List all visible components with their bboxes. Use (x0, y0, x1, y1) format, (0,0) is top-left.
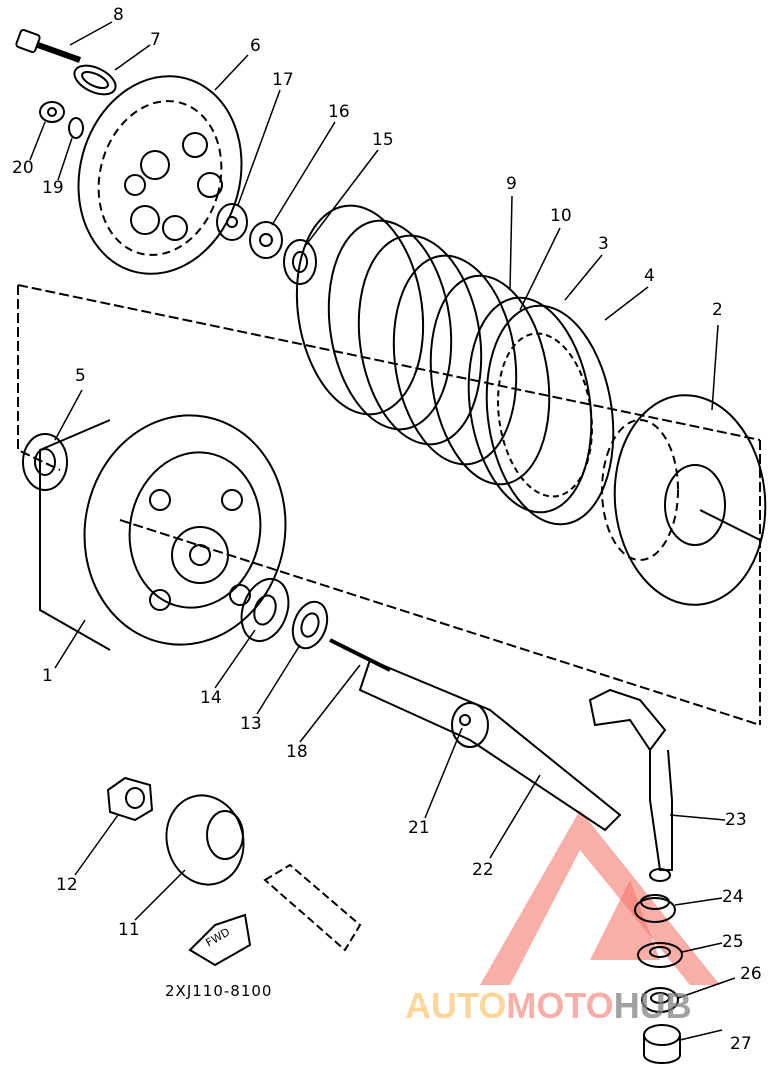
part-washer-15 (283, 239, 317, 285)
watermark-moto: MOTO (506, 985, 614, 1026)
part-lock-washer-17 (216, 203, 248, 241)
part-pressure-plate-6 (77, 75, 243, 275)
part-washer-14 (240, 578, 290, 642)
part-nut-20 (39, 101, 65, 123)
callout-22: 22 (472, 860, 494, 880)
part-primary-gear-11 (165, 794, 245, 886)
callout-26: 26 (740, 964, 762, 984)
leader-lines (29, 21, 736, 1041)
callout-27: 27 (730, 1034, 752, 1054)
callout-1: 1 (42, 666, 53, 686)
part-push-rod-22 (329, 638, 622, 832)
callout-4: 4 (644, 266, 655, 286)
part-code: 2XJ110-8100 (165, 982, 273, 1000)
callout-15: 15 (372, 130, 394, 150)
part-thrust-plate-5 (22, 433, 68, 491)
callout-7: 7 (150, 30, 161, 50)
part-oil-seal-26 (641, 987, 679, 1013)
part-push-lever-23 (588, 688, 673, 882)
part-washer-25 (637, 942, 683, 968)
callout-11: 11 (118, 920, 140, 940)
part-clutch-housing-1 (39, 414, 287, 651)
assembly-boundary-line (17, 285, 61, 471)
part-spring-7 (73, 64, 117, 96)
callout-3: 3 (598, 234, 609, 254)
callout-21: 21 (408, 818, 430, 838)
callout-20: 20 (12, 158, 34, 178)
callout-14: 14 (200, 688, 222, 708)
part-clutch-boss-2 (601, 394, 767, 606)
callout-10: 10 (550, 206, 572, 226)
callout-12: 12 (56, 875, 78, 895)
part-washer-13 (291, 600, 329, 650)
watermark: AUTOMOTOHUB (405, 988, 692, 1024)
callout-9: 9 (506, 174, 517, 194)
part-bearing-27 (643, 1024, 681, 1064)
watermark-auto: AUTO (405, 985, 507, 1026)
part-bolt-8 (15, 28, 82, 63)
callout-6: 6 (250, 36, 261, 56)
part-spring-24 (634, 894, 676, 923)
callout-2: 2 (712, 300, 723, 320)
watermark-logo (480, 810, 720, 985)
callout-13: 13 (240, 714, 262, 734)
callout-5: 5 (75, 366, 86, 386)
callout-25: 25 (722, 932, 744, 952)
part-nut-16 (249, 221, 283, 259)
part-washer-19 (68, 117, 84, 139)
callout-8: 8 (113, 5, 124, 25)
crankshaft-outline (263, 863, 362, 952)
callout-17: 17 (272, 70, 294, 90)
part-friction-plates (295, 204, 615, 526)
part-nut-12 (106, 776, 154, 822)
callout-24: 24 (722, 887, 744, 907)
watermark-hub: HUB (613, 985, 692, 1026)
callout-16: 16 (328, 102, 350, 122)
callout-18: 18 (286, 742, 308, 762)
fwd-arrow-icon (188, 913, 252, 967)
callout-19: 19 (42, 178, 64, 198)
callout-23: 23 (725, 810, 747, 830)
